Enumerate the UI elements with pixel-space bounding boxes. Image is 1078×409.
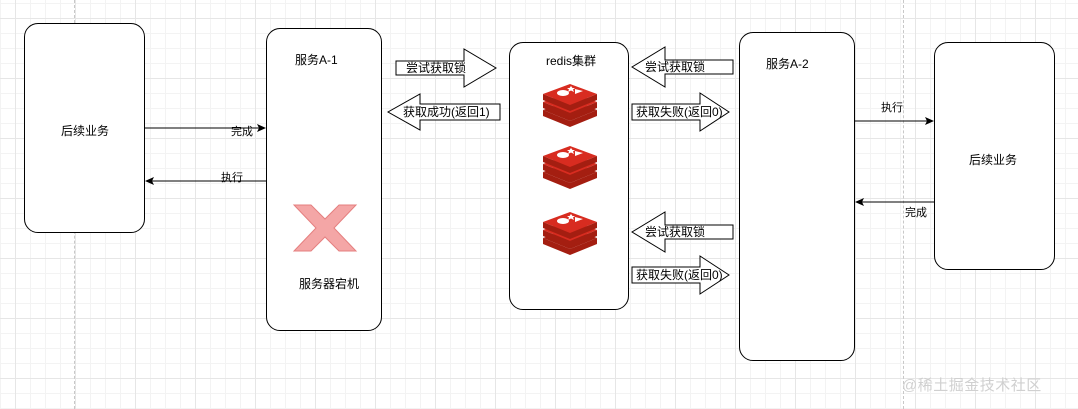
redis-logo-icon [543, 146, 597, 189]
connector-left-complete [145, 124, 266, 132]
guide-line-right [903, 0, 904, 409]
left-execute-label: 执行 [221, 170, 243, 184]
redis-logo-icon [543, 212, 597, 255]
connector-right-complete [855, 198, 934, 206]
watermark: @稀土掘金技术社区 [902, 377, 1042, 394]
left-followup-label: 后续业务 [61, 124, 110, 138]
block-arrow-a1-lock-success [386, 93, 501, 131]
service-a2-box[interactable]: 服务A-2 [739, 32, 855, 361]
block-arrow-a2-try-lock-bottom [631, 211, 734, 253]
service-a1-label: 服务A-1 [295, 53, 338, 67]
block-arrow-a2-try-lock-top [631, 46, 734, 88]
right-followup-box[interactable]: 后续业务 [934, 42, 1055, 270]
connector-right-execute [855, 117, 934, 125]
a2-lock-fail-bottom-label: 获取失败(返回0) [636, 267, 723, 282]
crash-x-icon [292, 204, 358, 252]
redis-logo-icon [543, 84, 597, 127]
right-followup-label: 后续业务 [969, 153, 1018, 167]
right-complete-label: 完成 [905, 205, 927, 219]
block-arrow-a2-lock-fail-bottom [631, 255, 730, 295]
redis-cluster-label: redis集群 [546, 54, 597, 68]
service-a1-box[interactable]: 服务A-1 服务器宕机 [266, 28, 382, 331]
connector-left-execute [145, 177, 266, 185]
a1-try-lock-label: 尝试获取锁 [406, 60, 466, 75]
block-arrow-a1-try-lock [395, 48, 497, 88]
block-arrow-a2-lock-fail-top [631, 92, 730, 132]
a2-lock-fail-top-label: 获取失败(返回0) [636, 104, 723, 119]
left-followup-box[interactable]: 后续业务 [24, 23, 145, 233]
left-complete-label: 完成 [231, 124, 253, 138]
a2-try-lock-bottom-label: 尝试获取锁 [645, 224, 705, 239]
a1-lock-success-label: 获取成功(返回1) [403, 105, 490, 119]
a2-try-lock-top-label: 尝试获取锁 [645, 59, 705, 74]
server-down-label: 服务器宕机 [299, 277, 360, 291]
service-a2-label: 服务A-2 [766, 57, 809, 71]
right-execute-label: 执行 [881, 100, 903, 114]
